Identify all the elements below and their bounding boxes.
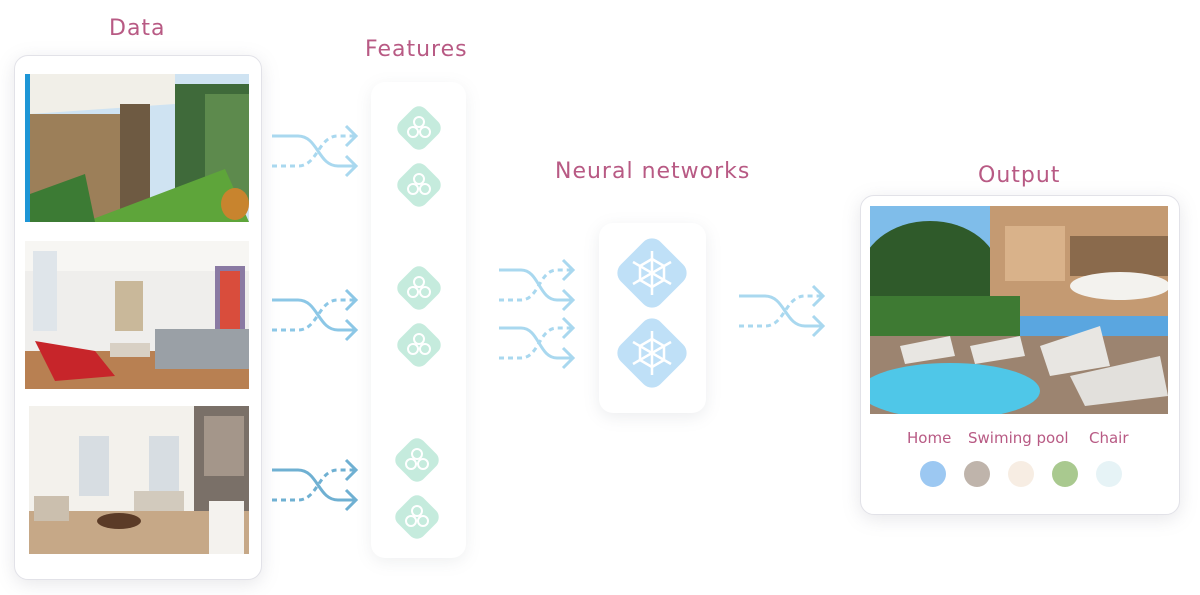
output-label-swimming-pool: Swiming pool: [968, 429, 1069, 447]
hexagon-cluster-icon: [397, 266, 441, 310]
color-swatch: [964, 461, 990, 487]
output-image-pool: [870, 206, 1168, 414]
snowflake-hexagon-icon: [617, 318, 687, 388]
split-arrow-icon: [499, 258, 576, 312]
hexagon-cluster-icon: [395, 495, 439, 539]
split-arrow-icon: [272, 458, 359, 512]
output-label-chair: Chair: [1089, 429, 1129, 447]
output-label-home: Home: [907, 429, 952, 447]
data-image-salon: [29, 406, 249, 554]
snowflake-hexagon-icon: [617, 238, 687, 308]
hexagon-cluster-icon: [395, 438, 439, 482]
neural-networks-title: Neural networks: [555, 159, 751, 184]
hexagon-cluster-icon: [397, 163, 441, 207]
data-image-living-room: [25, 241, 249, 389]
split-arrow-icon: [272, 124, 359, 178]
hexagon-cluster-icon: [397, 323, 441, 367]
output-title: Output: [978, 163, 1061, 188]
color-swatch: [1052, 461, 1078, 487]
hexagon-cluster-icon: [397, 106, 441, 150]
data-image-exterior: [25, 74, 249, 222]
color-swatch: [920, 461, 946, 487]
color-swatch: [1008, 461, 1034, 487]
features-title: Features: [365, 37, 468, 62]
split-arrow-icon: [272, 288, 359, 342]
data-title: Data: [109, 16, 166, 41]
split-arrow-icon: [499, 316, 576, 370]
split-arrow-icon: [739, 284, 826, 338]
color-swatch: [1096, 461, 1122, 487]
